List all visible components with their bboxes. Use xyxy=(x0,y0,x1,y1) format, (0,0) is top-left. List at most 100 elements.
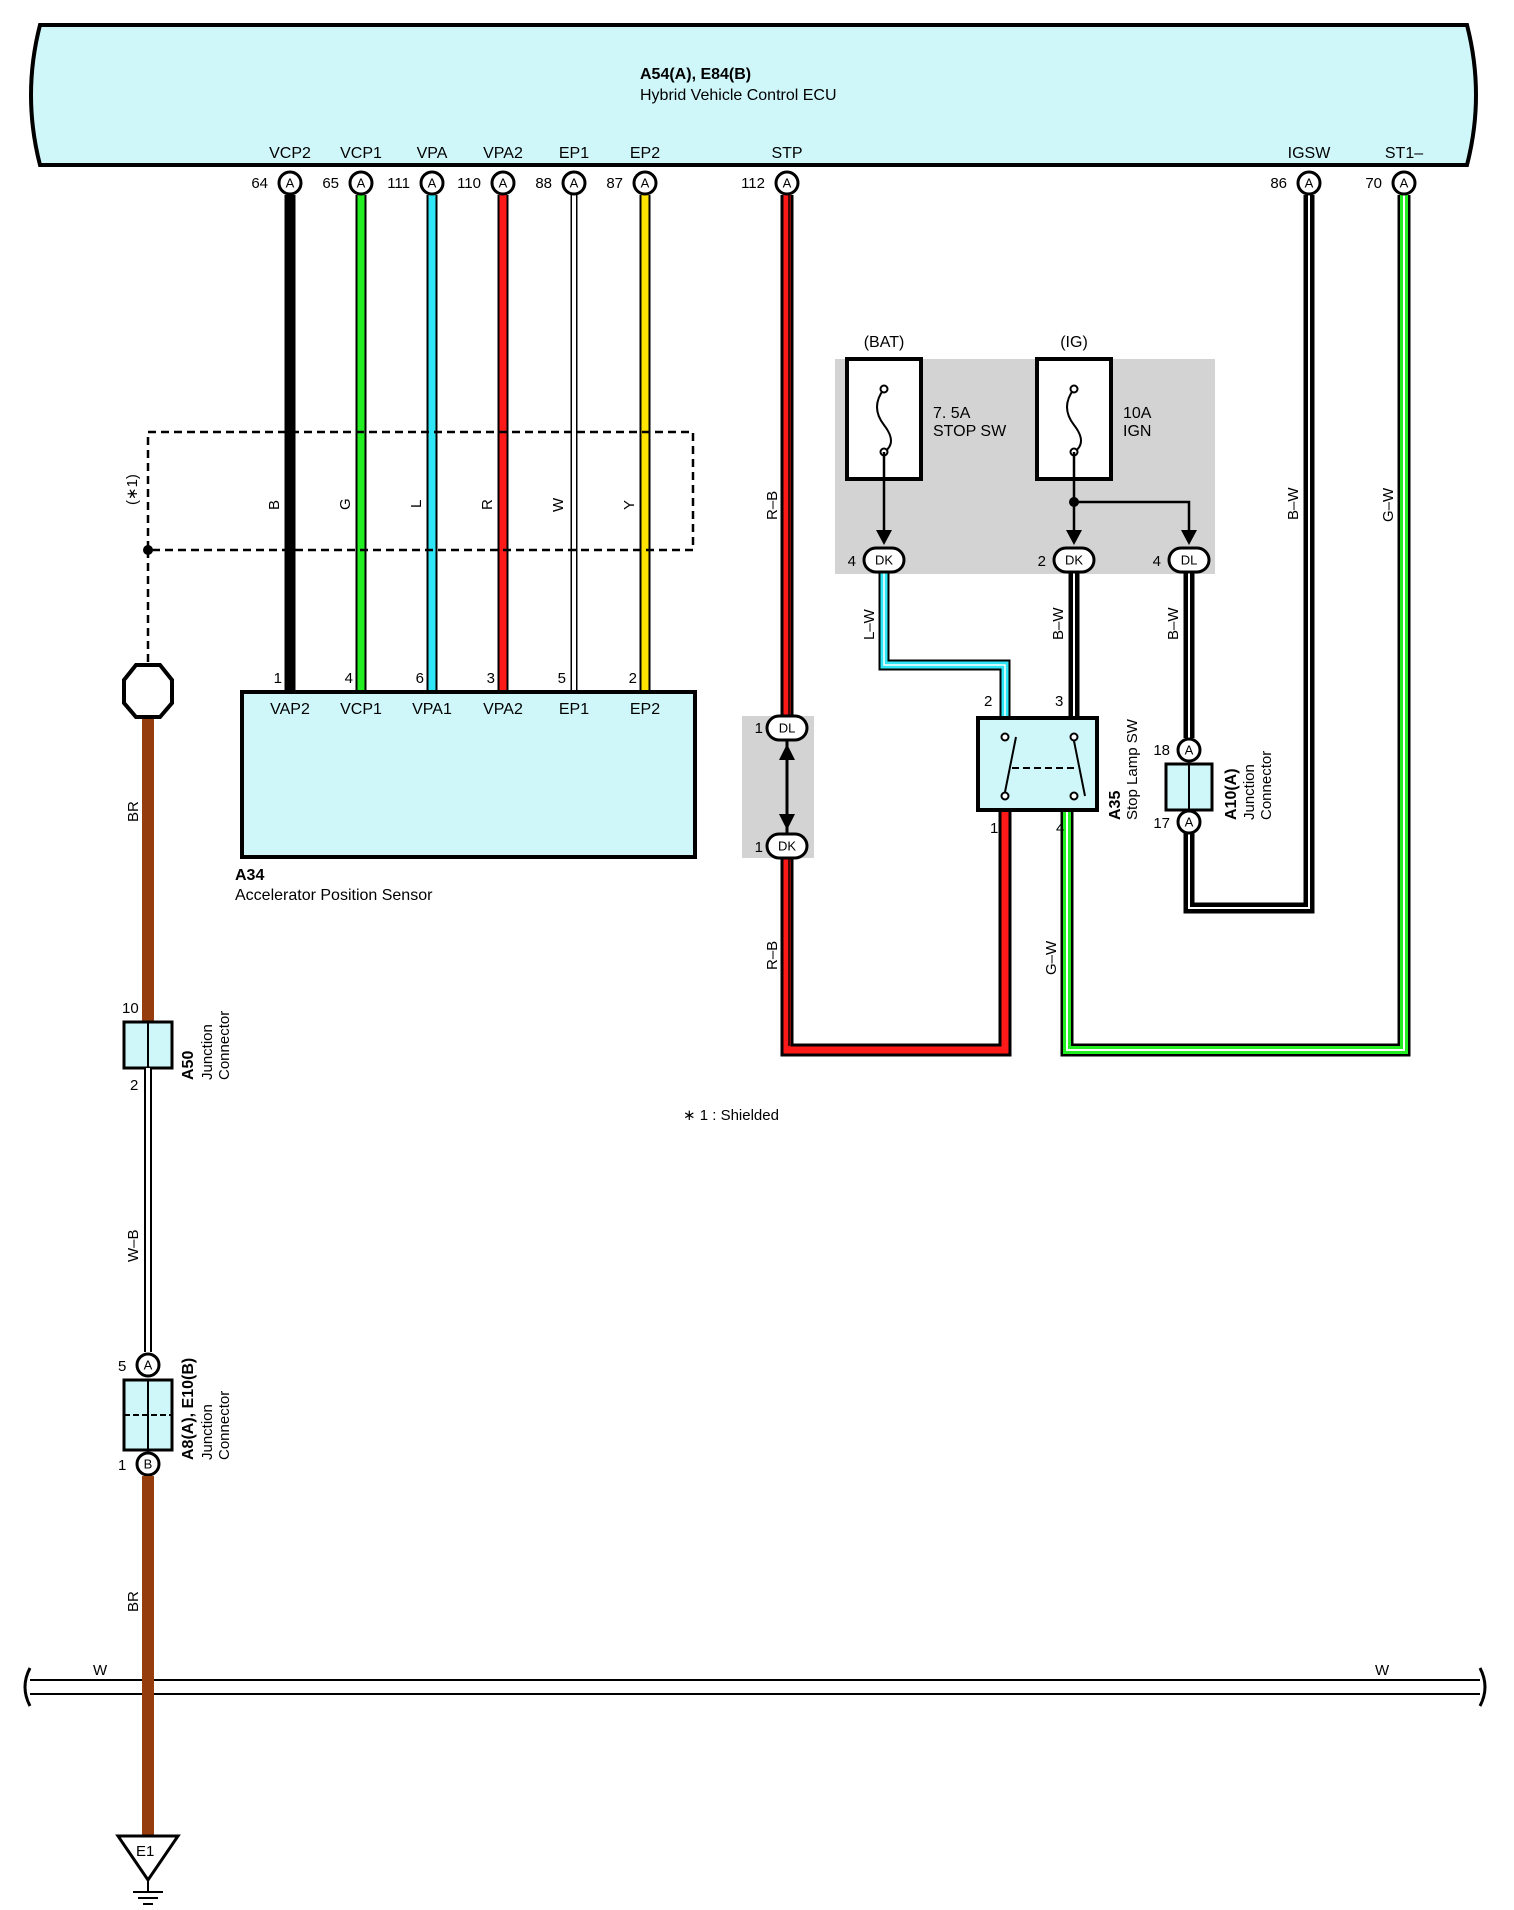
svg-text:A: A xyxy=(286,176,295,191)
sw1-blade xyxy=(1004,736,1017,793)
sw2-bottom-contact xyxy=(1069,791,1079,801)
svg-text:1: 1 xyxy=(755,720,763,737)
wire-label-br-lower: BR xyxy=(125,1591,142,1612)
svg-text:A: A xyxy=(428,176,437,191)
svg-text:5: 5 xyxy=(118,1358,126,1375)
svg-text:4: 4 xyxy=(345,670,353,687)
wire-label-w: W xyxy=(550,497,567,512)
a50-name2: Connector xyxy=(216,1011,233,1080)
arrow-bat xyxy=(876,530,892,545)
wire-stp-rb xyxy=(780,195,1012,1057)
fuse-stop-sw-name: STOP SW xyxy=(933,423,1007,440)
svg-text:A: A xyxy=(783,176,792,191)
ecu-pin-70: 70 A xyxy=(1365,170,1417,196)
fuse-ign-term-a xyxy=(1069,384,1079,394)
wire-label-l: L xyxy=(408,500,425,508)
svg-text:6: 6 xyxy=(416,670,424,687)
shield-junction-dot xyxy=(143,545,153,555)
sw2-top-contact xyxy=(1069,732,1079,742)
wire-lw-stripe xyxy=(883,572,1006,718)
stop-sw-pin-3: 3 xyxy=(1055,693,1063,710)
wire-st1-gw-stripe xyxy=(1066,195,1405,1051)
wire-label-y: Y xyxy=(621,500,638,510)
wire-label-bw-dl4: B–W xyxy=(1165,607,1182,640)
ground-bus-label-right: W xyxy=(1375,1662,1390,1679)
shield-ground-octagon xyxy=(122,663,174,719)
wire-label-bw-dk2: B–W xyxy=(1050,607,1067,640)
a10-pin-bottom: 17 A xyxy=(1153,809,1202,835)
svg-text:4: 4 xyxy=(1153,553,1161,570)
ecu-terminal-vpa: VPA xyxy=(417,145,448,162)
sensor-pin-numbers: 1 4 6 3 5 2 xyxy=(274,670,637,687)
ecu-pin-64: 64 A xyxy=(251,170,303,196)
ecu-pin-86: 86 A xyxy=(1270,170,1322,196)
wire-label-gw-sw: G–W xyxy=(1043,940,1060,975)
sensor-name: Accelerator Position Sensor xyxy=(235,887,433,904)
fuse-stop-sw-element xyxy=(876,388,892,453)
stop-sw-pin-4: 4 xyxy=(1056,820,1064,837)
fuse-ign-rating: 10A xyxy=(1123,405,1152,422)
ecu-pin-87: 87 A xyxy=(606,170,658,196)
wire-label-g: G xyxy=(337,498,354,510)
ground-bus-label-left: W xyxy=(93,1662,108,1679)
ecu-terminal-st1: ST1– xyxy=(1385,145,1423,162)
svg-text:70: 70 xyxy=(1365,175,1382,192)
svg-text:B: B xyxy=(144,1457,153,1472)
sw1-top-contact xyxy=(1000,732,1010,742)
svg-text:A: A xyxy=(570,176,579,191)
inline-arrow-down xyxy=(779,814,795,830)
svg-text:A: A xyxy=(1305,176,1314,191)
svg-text:88: 88 xyxy=(535,175,552,192)
wire-st1-gw-fill xyxy=(1063,195,1408,1054)
ecu-pin-110: 110 A xyxy=(457,170,516,196)
a10-pin-top: 18 A xyxy=(1153,737,1202,763)
ecu-terminal-vcp1: VCP1 xyxy=(340,145,382,162)
svg-text:DK: DK xyxy=(778,839,796,854)
ground-e1-label: E1 xyxy=(136,1843,154,1860)
svg-text:4: 4 xyxy=(848,553,856,570)
svg-text:111: 111 xyxy=(387,175,410,192)
ecu-terminal-vcp2: VCP2 xyxy=(269,145,311,162)
svg-text:A: A xyxy=(357,176,366,191)
connector-dk-2: 2 DK xyxy=(1038,546,1096,574)
fuse-stop-sw-term-a xyxy=(879,384,889,394)
connector-dk-1: 1 DK xyxy=(755,832,809,860)
ecu-terminal-ep2: EP2 xyxy=(630,145,660,162)
ground-e1-symbol xyxy=(115,1834,181,1883)
svg-text:A: A xyxy=(499,176,508,191)
a50-name1: Junction xyxy=(199,1024,216,1080)
svg-text:A: A xyxy=(1185,743,1194,758)
sensor-box xyxy=(240,690,697,859)
svg-text:110: 110 xyxy=(457,175,481,192)
svg-text:17: 17 xyxy=(1153,815,1170,832)
svg-text:1: 1 xyxy=(755,839,763,856)
svg-text:3: 3 xyxy=(487,670,495,687)
ecu-terminal-stp: STP xyxy=(771,145,802,162)
svg-text:1: 1 xyxy=(274,670,282,687)
arrow-ig-branch xyxy=(1181,530,1197,545)
ecu-terminal-ep1: EP1 xyxy=(559,145,589,162)
svg-text:112: 112 xyxy=(741,175,765,192)
sensor-terminal-ep2: EP2 xyxy=(630,701,660,718)
arrow-ig xyxy=(1066,530,1082,545)
a10-name1: Junction xyxy=(1241,764,1258,820)
stop-sw-pin-1: 1 xyxy=(990,820,998,837)
svg-text:2: 2 xyxy=(1038,553,1046,570)
ecu-pin-112: 112 A xyxy=(741,170,800,196)
connector-dk-4: 4 DK xyxy=(848,546,906,574)
connector-dl-4: 4 DL xyxy=(1153,546,1211,574)
a8-name1: Junction xyxy=(199,1404,216,1460)
stop-sw-id: A35 xyxy=(1107,791,1124,820)
sensor-terminal-vap2: VAP2 xyxy=(270,701,310,718)
wire-label-bw-igsw: B–W xyxy=(1285,487,1302,520)
svg-text:65: 65 xyxy=(322,175,339,192)
shield-note: ∗ 1 : Shielded xyxy=(683,1107,779,1124)
ground-bus-break-left xyxy=(23,1667,32,1707)
sensor-id: A34 xyxy=(235,867,264,884)
sw1-bottom-contact xyxy=(1000,791,1010,801)
sw2-blade xyxy=(1073,740,1086,797)
svg-text:18: 18 xyxy=(1153,742,1170,759)
svg-text:87: 87 xyxy=(606,175,623,192)
sensor-terminal-vpa1: VPA1 xyxy=(412,701,452,718)
